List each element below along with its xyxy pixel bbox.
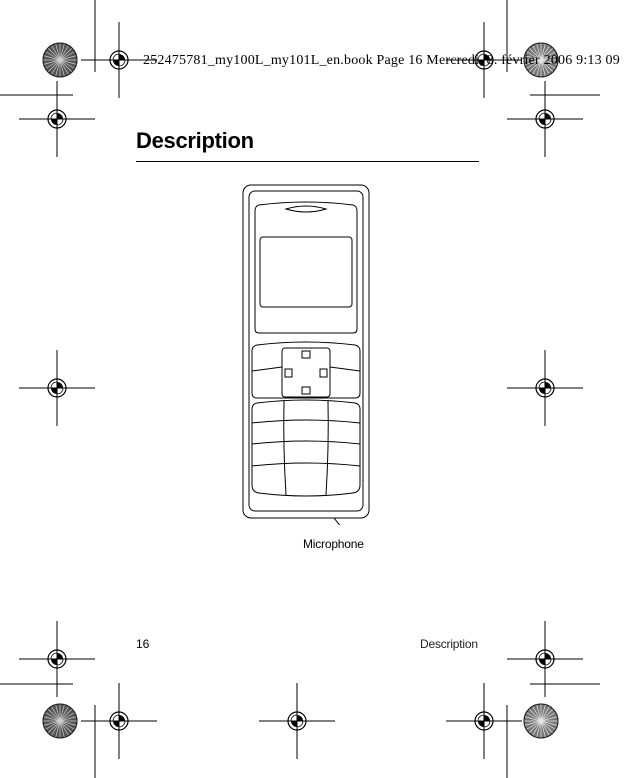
navigation-panel bbox=[251, 341, 361, 399]
registration-mark bbox=[19, 621, 95, 697]
keypad-column-divider-left bbox=[283, 400, 287, 496]
navigation-pad bbox=[281, 347, 331, 398]
microphone-callout-line bbox=[333, 517, 341, 525]
keypad-column-divider-right bbox=[325, 400, 329, 496]
print-slug-line: 252475781_my100L_my101L_en.book Page 16 … bbox=[143, 53, 620, 68]
registration-mark bbox=[259, 683, 335, 759]
phone-body-inner-outline bbox=[248, 190, 364, 512]
title-underline bbox=[136, 161, 479, 162]
phone-display bbox=[259, 236, 353, 308]
nav-up-key bbox=[301, 350, 311, 359]
keypad-row-divider-2 bbox=[251, 440, 361, 445]
running-footer: Description bbox=[420, 637, 478, 651]
registration-mark bbox=[19, 350, 95, 426]
registration-mark bbox=[446, 683, 522, 759]
registration-mark bbox=[507, 81, 583, 157]
nav-left-key bbox=[284, 368, 293, 378]
microphone-label: Microphone bbox=[303, 537, 364, 551]
phone-face-panel bbox=[254, 201, 358, 334]
earpiece-icon bbox=[284, 205, 328, 213]
registration-mark bbox=[507, 350, 583, 426]
color-bar-star-target bbox=[42, 42, 78, 78]
nav-right-key bbox=[319, 368, 328, 378]
registration-mark bbox=[81, 683, 157, 759]
keypad-outline bbox=[251, 399, 361, 497]
phone-body-outline bbox=[242, 184, 370, 519]
registration-mark bbox=[19, 81, 95, 157]
phone-illustration bbox=[242, 184, 370, 525]
color-bar-star-target bbox=[42, 703, 78, 739]
keypad-row-divider-1 bbox=[251, 419, 361, 424]
nav-down-key bbox=[301, 386, 311, 395]
color-bar-star-target bbox=[523, 703, 559, 739]
page-number: 16 bbox=[136, 637, 150, 651]
keypad-row-divider-3 bbox=[251, 462, 361, 467]
registration-mark bbox=[507, 621, 583, 697]
page-title: Description bbox=[136, 128, 254, 153]
